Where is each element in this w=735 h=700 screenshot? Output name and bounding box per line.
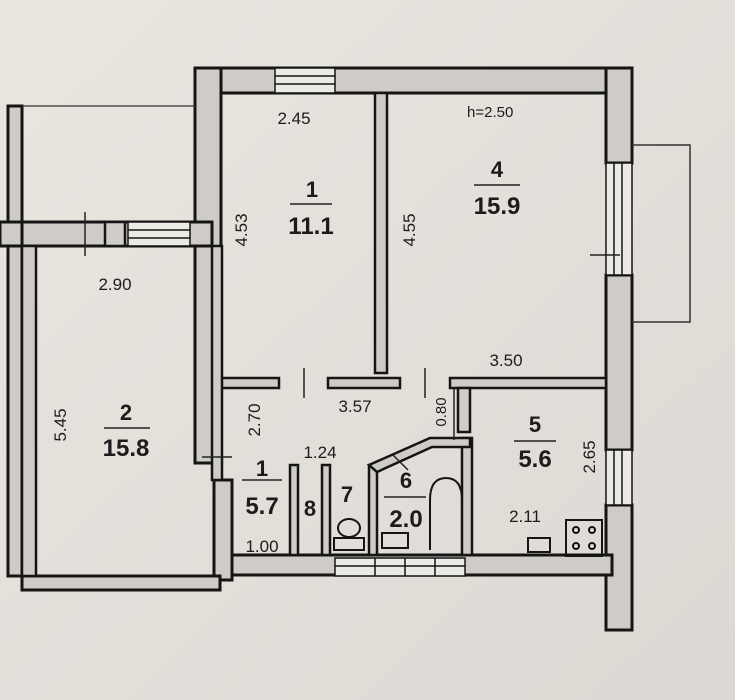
- leader-line-room6: [392, 454, 409, 471]
- room-3-number: 1: [306, 177, 318, 202]
- wc-width: 1.24: [303, 443, 336, 462]
- vent-block: [334, 557, 466, 577]
- wall-top: [193, 66, 634, 95]
- room-7-number: 7: [341, 482, 353, 507]
- partition-closet-left: [288, 463, 300, 557]
- window-room5: [605, 449, 633, 506]
- room-2-length: 5.45: [51, 408, 70, 441]
- partition-bath-diagonal: [366, 436, 472, 474]
- room-6-area: 2.0: [389, 506, 422, 533]
- stove-burner: [572, 526, 580, 534]
- room-1-number: 1: [256, 456, 268, 481]
- partition-room3-bottom: [219, 376, 281, 390]
- window-room3: [274, 67, 336, 94]
- interior-walls: [20, 91, 608, 578]
- window-room2: [127, 221, 191, 247]
- hall-width: 3.57: [338, 397, 371, 416]
- area-fraction-lines: [104, 184, 556, 498]
- wall-left-cross: [0, 220, 24, 248]
- fixtures: [333, 476, 603, 557]
- room-4-number: 4: [491, 157, 504, 182]
- partition-room2-right: [210, 244, 224, 482]
- partition-room2-left: [20, 244, 38, 578]
- partition-hall-top: [326, 376, 402, 390]
- toilet-bowl: [337, 518, 361, 538]
- stove-burner: [588, 542, 596, 550]
- kitchen-sink: [527, 537, 551, 553]
- room-2-width: 2.90: [98, 275, 131, 294]
- wall-right-upper: [604, 66, 634, 165]
- room-4-length: 4.55: [400, 213, 419, 246]
- room-4-width: 3.50: [489, 351, 522, 370]
- partition-room5-left: [456, 386, 472, 434]
- stove-burner: [588, 526, 596, 534]
- wall-left-lower: [212, 478, 234, 582]
- room-3-length: 4.53: [232, 213, 251, 246]
- window-room4: [605, 162, 633, 276]
- room-1-area: 5.7: [245, 493, 278, 520]
- room-5-width: 2.11: [509, 507, 541, 526]
- room-3-width: 2.45: [277, 109, 310, 128]
- entry-width: 1.00: [245, 537, 278, 556]
- hall-depth: 2.70: [245, 403, 264, 436]
- room-5-area: 5.6: [518, 446, 551, 473]
- partition-bath-right: [460, 436, 474, 557]
- room-8-number: 8: [304, 496, 316, 521]
- partition-room4-bottom: [448, 376, 608, 390]
- bathtub: [429, 476, 463, 550]
- bath-sink: [381, 532, 409, 549]
- room-5-number: 5: [529, 412, 541, 437]
- wall-right-middle: [604, 273, 634, 452]
- column: [103, 220, 127, 248]
- room-5-depth: 2.65: [580, 440, 599, 473]
- ceiling-height-label: h=2.50: [467, 104, 513, 121]
- door-marks: [84, 212, 620, 458]
- wall-far-left: [6, 104, 24, 578]
- wall-room2-bottom: [20, 574, 222, 592]
- partition-wc-left: [320, 463, 332, 557]
- room-4-area: 15.9: [474, 193, 521, 220]
- partition-wc-right: [367, 463, 379, 557]
- stove-burner: [572, 542, 580, 550]
- kitchen-stove: [565, 519, 603, 557]
- partition-room3-room4: [373, 91, 389, 375]
- balcony-outline: [632, 144, 691, 323]
- room-2-number: 2: [120, 400, 132, 425]
- room-3-area: 11.1: [288, 213, 333, 240]
- corridor-width: 0.80: [433, 397, 450, 426]
- windows: [127, 67, 633, 577]
- room-2-area: 15.8: [103, 435, 150, 462]
- room-6-number: 6: [400, 468, 412, 493]
